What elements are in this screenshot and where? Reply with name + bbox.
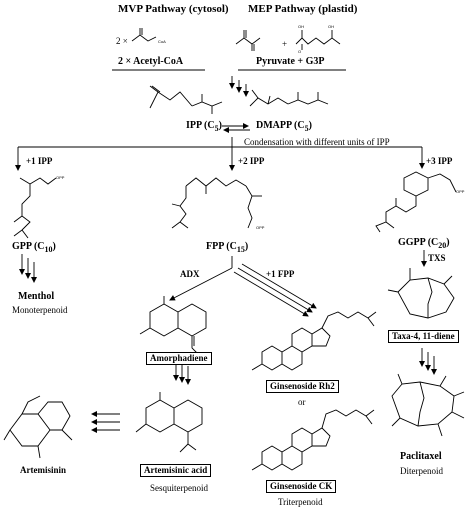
fpp-structure xyxy=(171,177,262,229)
amorphadiene-label: Amorphadiene xyxy=(146,352,212,365)
ginsenoside-ck-label: Ginsenoside CK xyxy=(266,480,337,493)
arrow-fpp-to-amorphadiene xyxy=(169,267,233,301)
artemisinic-acid-structure xyxy=(135,392,203,453)
artemisinin-label: Artemisinin xyxy=(20,465,66,475)
coa-group-label: CoA xyxy=(158,39,166,44)
ggpp-structure xyxy=(375,171,457,233)
g3p-oh-top: OH xyxy=(298,24,304,29)
ipp-structure xyxy=(149,85,223,114)
acetyl-coa-label: 2 × Acetyl-CoA xyxy=(118,56,184,67)
ggpp-opp-group: OPP xyxy=(456,189,465,194)
arrow-fpp-to-ginsenoside-1 xyxy=(233,271,309,317)
mvp-pathway-title: MVP Pathway (cytosol) xyxy=(118,3,229,15)
plus-3-ipp-label: +3 IPP xyxy=(426,156,453,166)
ginsenoside-rh2-label: Ginsenoside Rh2 xyxy=(266,380,339,393)
fpp-opp-group: OPP xyxy=(256,225,265,230)
arrow-fpp-to-ginsenoside-3 xyxy=(241,263,317,309)
g3p-o-bottom: O xyxy=(298,49,302,54)
taxadiene-label: Taxa-4, 11-diene xyxy=(388,330,459,343)
acetyl-coa-structure xyxy=(131,28,157,42)
taxadiene-structure xyxy=(387,268,455,319)
artemisinic-acid-label: Artemisinic acid xyxy=(140,464,212,477)
or-label: or xyxy=(298,397,306,407)
plus-fpp-label: +1 FPP xyxy=(266,269,295,279)
diterpenoid-label: Diterpenoid xyxy=(400,466,443,476)
gpp-opp-group: OPP xyxy=(56,175,65,180)
plus-2-ipp-label: +2 IPP xyxy=(238,156,265,166)
pyruvate-g3p-label: Pyruvate + G3P xyxy=(256,56,325,67)
plus-1-ipp-label: +1 IPP xyxy=(26,156,53,166)
dmapp-label: DMAPP (C5) xyxy=(256,120,312,133)
ipp-label: IPP (C5) xyxy=(186,120,222,133)
triterpenoid-label: Triterpenoid xyxy=(278,497,323,507)
pyruvate-structure xyxy=(235,30,261,51)
ginsenoside-rh2-structure xyxy=(251,311,377,371)
ginsenoside-ck-structure xyxy=(251,409,375,471)
sesquiterpenoid-label: Sesquiterpenoid xyxy=(150,483,208,493)
plus-sign: + xyxy=(282,39,288,49)
g3p-structure xyxy=(295,30,341,50)
monoterpenoid-label: Monoterpenoid xyxy=(12,305,68,315)
adx-enzyme-label: ADX xyxy=(180,269,200,279)
ggpp-label: GGPP (C20) xyxy=(398,237,450,250)
condensation-label: Condensation with different units of IPP xyxy=(244,137,390,147)
mep-pathway-title: MEP Pathway (plastid) xyxy=(248,3,358,15)
arrow-fpp-to-ginsenoside-2 xyxy=(237,267,313,313)
paclitaxel-label: Paclitaxel xyxy=(400,451,442,462)
paclitaxel-structure xyxy=(391,373,465,437)
gpp-label: GPP (C10) xyxy=(12,241,56,254)
amorphadiene-structure xyxy=(139,296,207,355)
menthol-label: Menthol xyxy=(18,291,55,302)
dmapp-structure xyxy=(249,89,329,107)
gpp-structure xyxy=(13,177,57,239)
acetyl-multiplier: 2 × xyxy=(116,36,128,46)
g3p-oh-right: OH xyxy=(328,24,334,29)
artemisinin-structure xyxy=(3,395,73,459)
fpp-label: FPP (C15) xyxy=(206,241,249,254)
txs-enzyme-label: TXS xyxy=(428,253,446,263)
